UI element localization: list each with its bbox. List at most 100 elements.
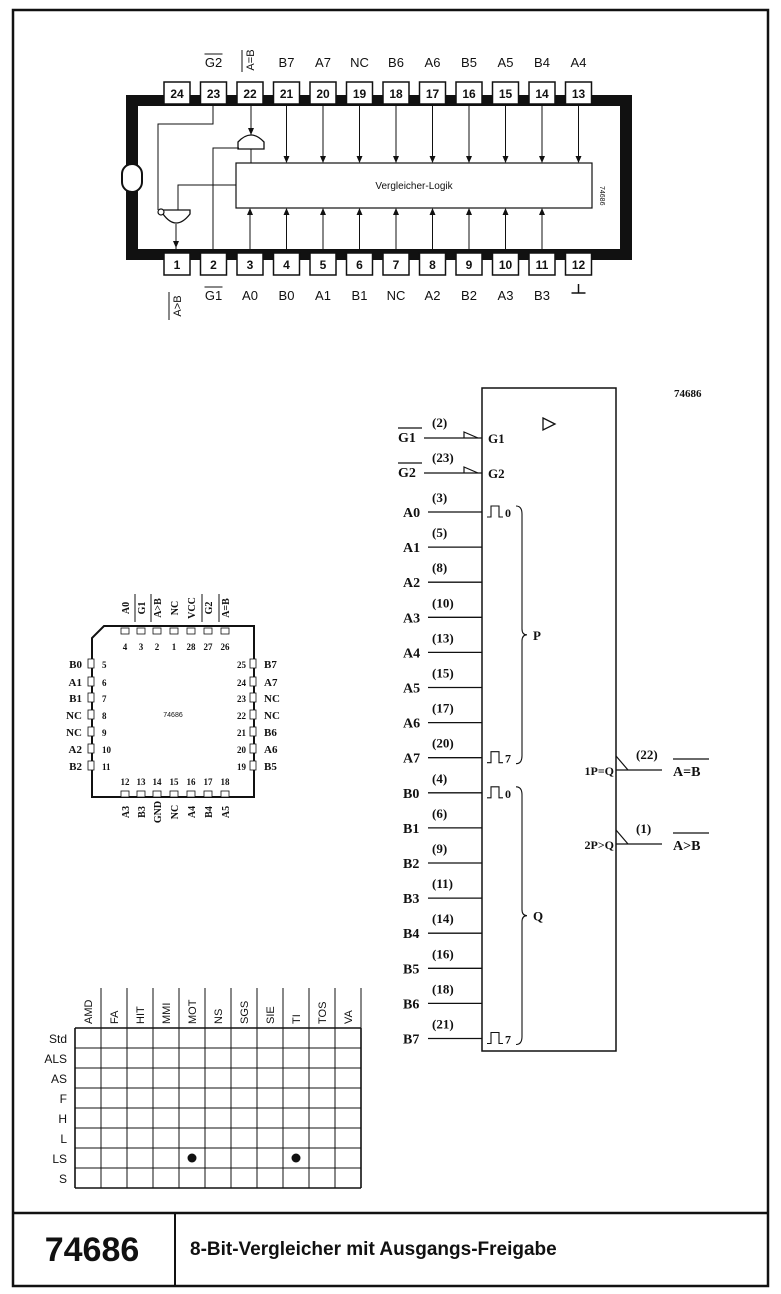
dip-chip-id: 74686 <box>598 186 605 206</box>
plcc-top-label: A0 <box>121 602 132 614</box>
plcc-pin-pad <box>249 760 257 771</box>
input-name: B2 <box>403 857 419 872</box>
plcc-bottom-num: 13 <box>137 777 147 787</box>
dip-pin-label: A1 <box>315 288 331 303</box>
dip-pin-num: 6 <box>356 258 363 272</box>
dip-pin-10 <box>491 252 520 276</box>
control-triangle <box>542 416 557 432</box>
plcc-right-label: A6 <box>264 744 278 756</box>
plcc-right-num: 24 <box>237 678 247 688</box>
input-name: A0 <box>403 506 420 521</box>
dip-pin-14 <box>528 81 556 105</box>
plcc-pin-pad <box>249 709 257 720</box>
input-pin-num: (8) <box>432 560 447 575</box>
plcc-bottom-label: GND <box>153 801 164 823</box>
dip-pin-num: 5 <box>320 258 327 272</box>
plcc-top-label: A=B <box>221 598 232 618</box>
input-name: A2 <box>403 576 420 591</box>
dip-pin-16 <box>455 81 483 105</box>
plcc-bottom-num: 16 <box>187 777 197 787</box>
dip-pin-label: A5 <box>498 55 514 70</box>
dip-top-arrow <box>393 156 399 163</box>
dip-pin-label: A3 <box>498 288 514 303</box>
plcc-pin-pad <box>87 760 95 771</box>
plcc-pin-pad <box>152 790 162 798</box>
dip-pin-label: A2 <box>425 288 441 303</box>
input-name: B7 <box>403 1033 419 1048</box>
dip-pin-6 <box>345 252 374 276</box>
dip-pin-20 <box>309 81 337 105</box>
input-pin-num: (18) <box>432 981 454 996</box>
family-row-label: Std <box>49 1032 67 1046</box>
logic-chip-id: 74686 <box>674 388 702 400</box>
input-name: A4 <box>403 646 420 661</box>
bit-marker <box>487 1031 503 1045</box>
dip-pin-15 <box>491 81 520 105</box>
dip-pin-9 <box>455 252 483 276</box>
plcc-pin-pad <box>249 743 257 754</box>
dip-pin-label: NC <box>387 288 406 303</box>
input-pin-num: (16) <box>432 946 454 961</box>
family-row-label: H <box>58 1112 67 1126</box>
bit-index: 7 <box>505 752 511 766</box>
plcc-left-label: B2 <box>69 761 82 773</box>
dip-pin-num: 1 <box>174 258 181 272</box>
plcc-right-num: 20 <box>237 745 247 755</box>
dip-bottom-arrow <box>247 208 253 215</box>
dip-top-arrow <box>502 156 509 163</box>
dip-pin-label: B5 <box>461 55 477 70</box>
dip-pin-3 <box>236 252 264 276</box>
bit-index: 0 <box>505 787 511 801</box>
dip-bottom-arrow <box>393 208 399 215</box>
wire-23 <box>157 106 214 210</box>
family-row-label: L <box>60 1132 67 1146</box>
plcc-left-label: NC <box>66 727 82 739</box>
plcc-bottom-num: 17 <box>204 777 214 787</box>
logic-symbol-box <box>481 387 617 1052</box>
plcc-pin-pad <box>249 692 257 703</box>
manufacturer-header: HIT <box>135 1006 147 1024</box>
enable-inner-label: G2 <box>488 466 505 481</box>
plcc-left-num: 6 <box>102 678 107 688</box>
dip-pin-label: B3 <box>534 288 550 303</box>
output-inner-label: 2P>Q <box>584 838 614 852</box>
input-pin-num: (14) <box>432 911 454 926</box>
dip-bottom-arrow <box>429 208 436 215</box>
input-name: B4 <box>403 927 419 942</box>
plcc-bottom-num: 14 <box>153 777 163 787</box>
plcc-pin-pad <box>120 790 130 798</box>
plcc-right-num: 23 <box>237 694 247 704</box>
dip-pin-label: G2 <box>205 55 222 70</box>
plcc-left-label: NC <box>66 710 82 722</box>
plcc-right-label: B6 <box>264 727 277 739</box>
plcc-pin-pad <box>120 627 130 635</box>
dip-top-arrow <box>320 156 326 163</box>
plcc-bottom-label: A5 <box>221 806 232 818</box>
page-subtitle: 8-Bit-Vergleicher mit Ausgangs-Freigabe <box>190 1239 557 1260</box>
wire-2 <box>212 147 239 249</box>
dip-pin-num: 19 <box>353 87 367 101</box>
plcc-top-num: 1 <box>172 642 177 652</box>
dip-pin-label: A4 <box>571 55 587 70</box>
dip-pin-label: B0 <box>279 288 295 303</box>
input-pin-num: (13) <box>432 630 454 645</box>
plcc-pin-pad <box>220 790 230 798</box>
plcc-pin-pad <box>169 790 179 798</box>
plcc-bottom-label: B3 <box>137 806 148 818</box>
dip-pin-label: B1 <box>352 288 368 303</box>
plcc-pin-pad <box>152 627 162 635</box>
plcc-pin-pad <box>87 726 95 737</box>
gate-bubble <box>157 208 165 216</box>
page-frame <box>11 8 770 1288</box>
enable-name: G2 <box>398 466 416 481</box>
dip-pin-num: 8 <box>429 258 436 272</box>
p-group-label: P <box>533 628 541 643</box>
dip-pin-11 <box>528 252 556 276</box>
dip-pin-17 <box>418 81 447 105</box>
plcc-top-num: 26 <box>221 642 231 652</box>
plcc-pin-pad <box>136 790 146 798</box>
availability-dot <box>291 1153 301 1163</box>
